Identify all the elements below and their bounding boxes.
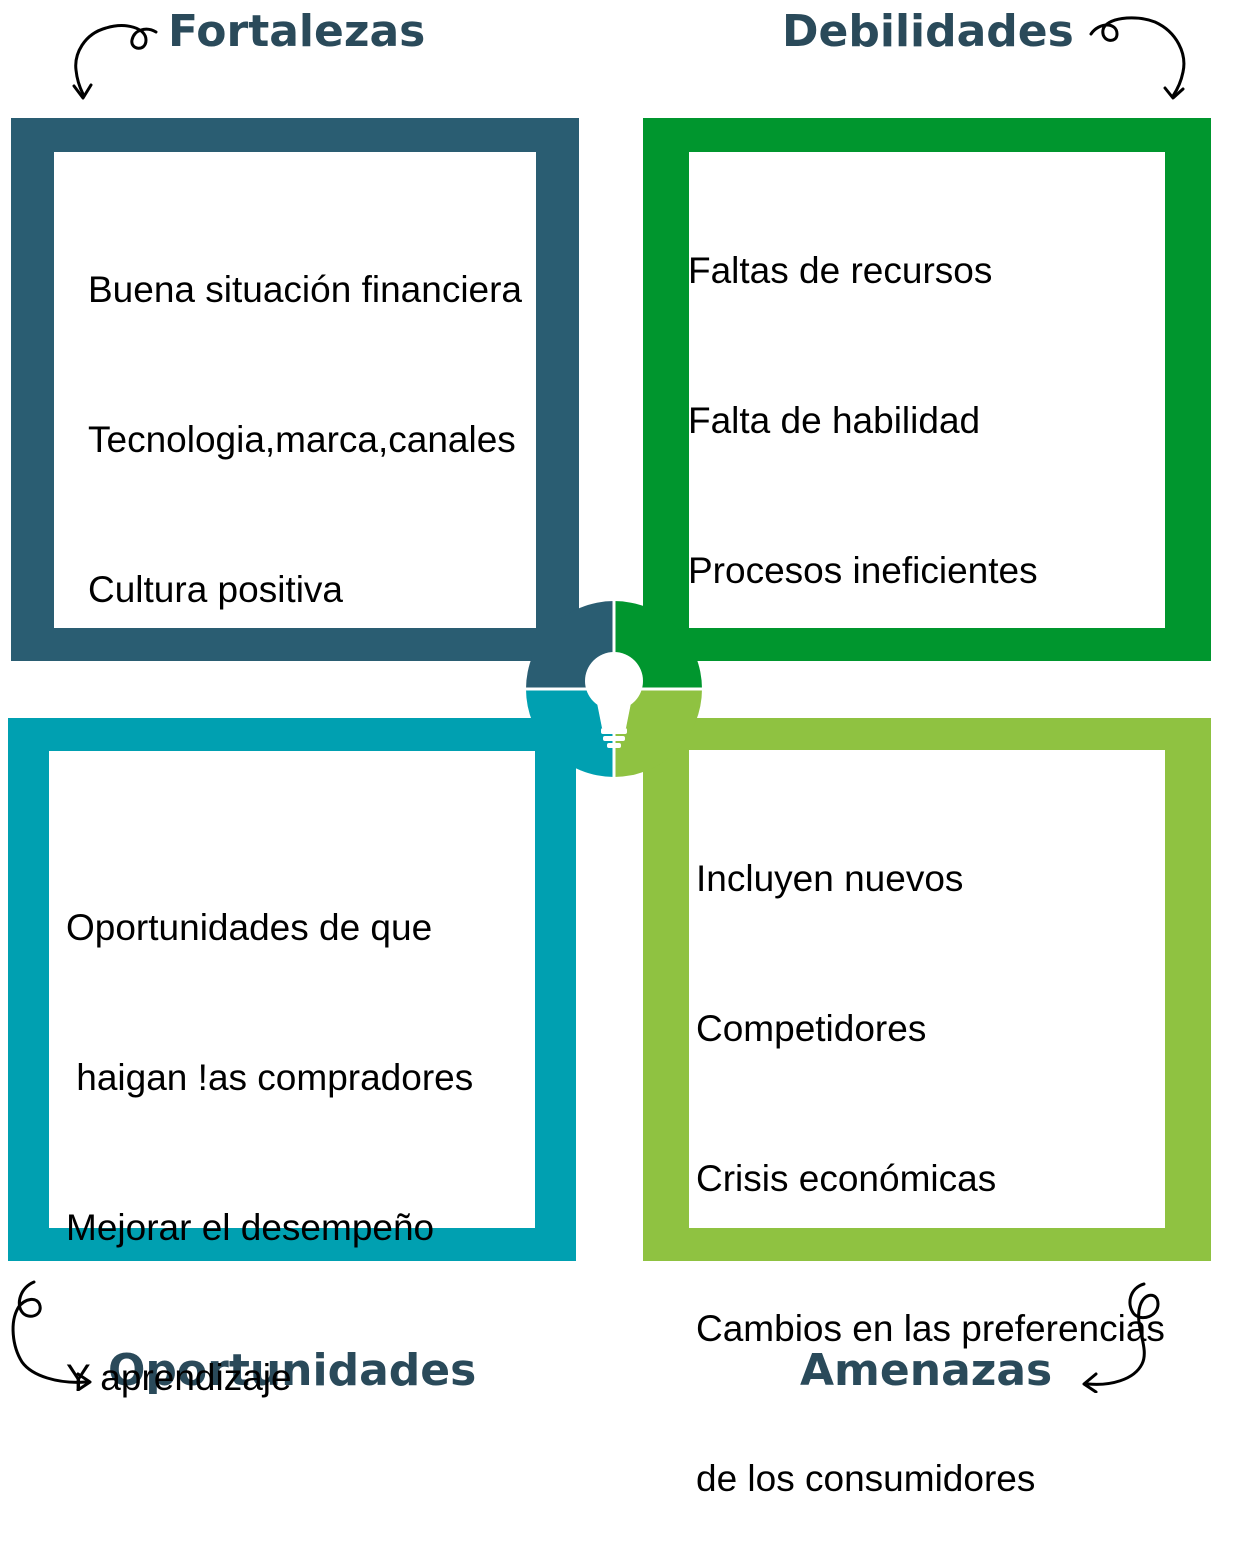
oportunidades-frame bbox=[8, 718, 576, 1261]
list-item: Buena situación financiera bbox=[88, 269, 523, 310]
list-item: Y aprendizaje bbox=[66, 1357, 292, 1398]
curly-arrow-icon bbox=[72, 24, 158, 100]
fortalezas-list: Buena situación financiera Tecnologia,ma… bbox=[88, 165, 522, 665]
oportunidades-title: Oportunidades bbox=[108, 1345, 477, 1396]
list-item: Cambios en las preferencias bbox=[696, 1308, 1165, 1349]
hub-quarter-oportunidades bbox=[526, 689, 614, 777]
debilidades-frame bbox=[643, 118, 1211, 661]
list-item: Procesos ineficientes bbox=[688, 550, 1038, 591]
list-item: Tecnologia,marca,canales bbox=[88, 419, 516, 460]
list-item: Competidores bbox=[696, 1008, 927, 1049]
list-item: Mejorar el desempeño bbox=[66, 1207, 435, 1248]
list-item: Oportunidades de que bbox=[66, 907, 433, 948]
list-item: Faltas de recursos bbox=[688, 250, 993, 291]
oportunidades-list: Oportunidades de que haigan !as comprado… bbox=[66, 803, 473, 1453]
list-item: de los consumidores bbox=[696, 1458, 1036, 1499]
lightbulb-icon bbox=[585, 652, 643, 748]
fortalezas-frame bbox=[11, 118, 579, 661]
amenazas-list: Incluyen nuevos Competidores Crisis econ… bbox=[696, 754, 1165, 1554]
debilidades-list: Faltas de recursos Falta de habilidad Pr… bbox=[688, 146, 1038, 646]
fortalezas-title: Fortalezas bbox=[168, 6, 426, 57]
list-item: Incluyen nuevos bbox=[696, 858, 964, 899]
curly-arrow-icon bbox=[11, 1280, 92, 1391]
list-item: Cultura positiva bbox=[88, 569, 344, 610]
list-item: Crisis económicas bbox=[696, 1158, 997, 1199]
list-item: haigan !as compradores bbox=[66, 1057, 474, 1098]
amenazas-frame bbox=[643, 718, 1211, 1261]
curly-arrow-icon bbox=[1082, 1282, 1160, 1393]
hub-quarter-amenazas bbox=[614, 689, 702, 777]
debilidades-title: Debilidades bbox=[782, 6, 1074, 57]
list-item: Falta de habilidad bbox=[688, 400, 981, 441]
curly-arrow-icon bbox=[1089, 16, 1186, 100]
center-hub bbox=[526, 601, 702, 777]
amenazas-title: Amenazas bbox=[800, 1345, 1053, 1396]
